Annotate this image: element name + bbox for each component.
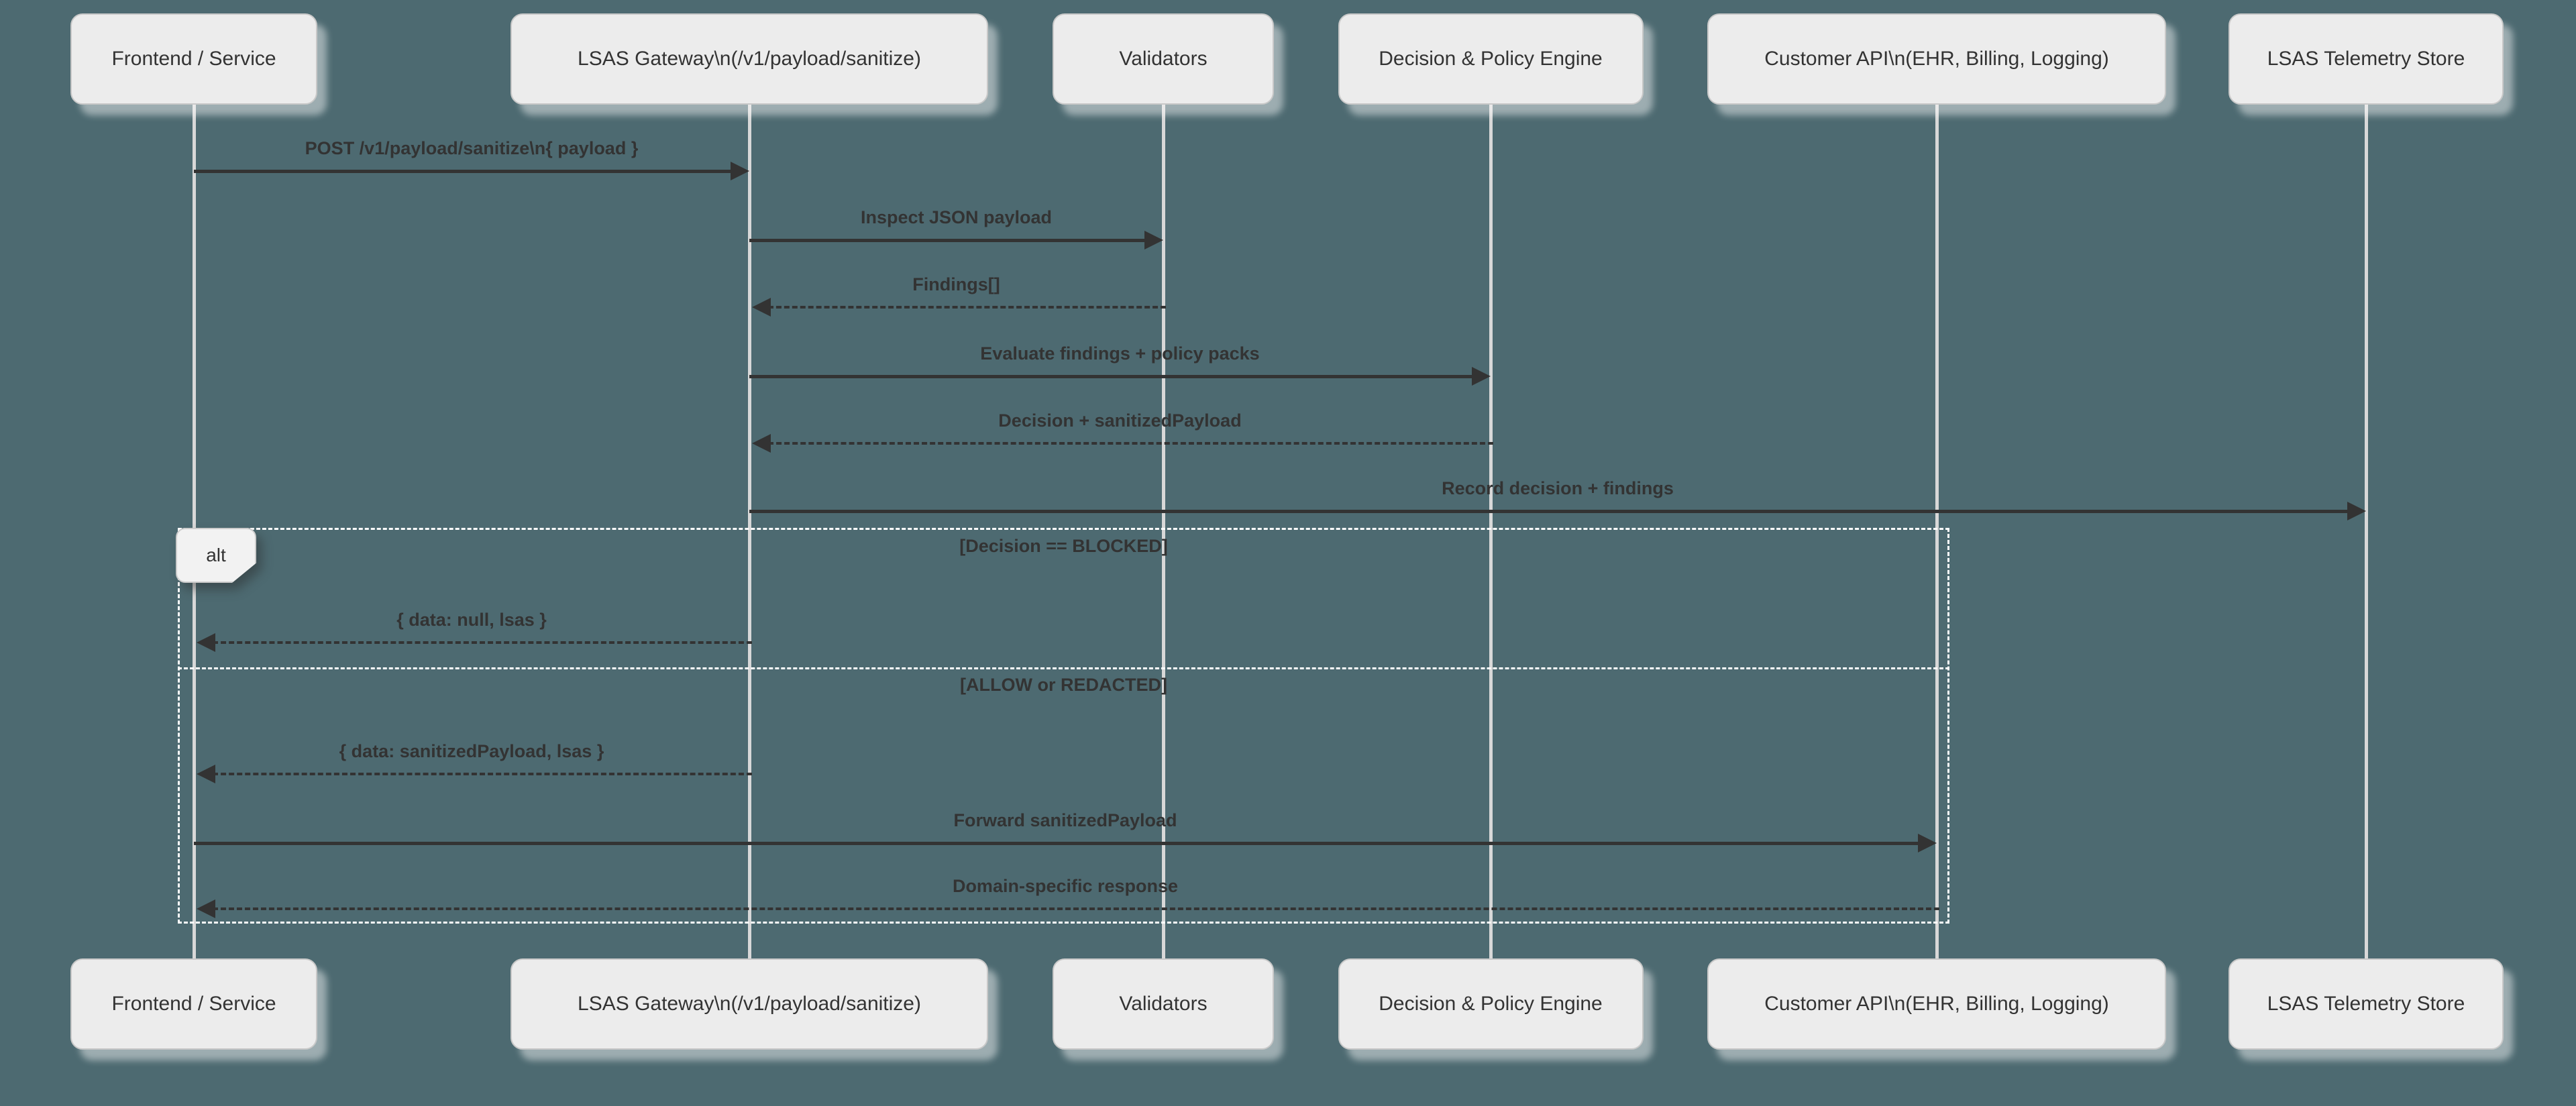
message-arrowhead <box>752 434 771 453</box>
participant-label: LSAS Telemetry Store <box>2267 48 2465 70</box>
message-arrowhead <box>1918 834 1937 852</box>
message-label: Decision + sanitizedPayload <box>998 410 1242 431</box>
message-arrowhead <box>752 298 771 317</box>
participant-box-top-frontend: Frontend / Service <box>70 13 317 105</box>
message-label: Record decision + findings <box>1442 478 1674 498</box>
participant-box-top-customer: Customer API\n(EHR, Billing, Logging) <box>1707 13 2166 105</box>
lifeline-decision <box>1489 105 1493 958</box>
alt-condition-label: [ALLOW or REDACTED] <box>960 675 1167 695</box>
message-label: POST /v1/payload/sanitize\n{ payload } <box>305 138 639 158</box>
message-arrowhead <box>1472 367 1491 386</box>
message-line <box>749 375 1476 378</box>
message-line <box>213 773 752 775</box>
message-arrowhead <box>197 765 215 783</box>
message-arrowhead <box>1144 231 1163 250</box>
message-label: Evaluate findings + policy packs <box>980 343 1260 364</box>
message-line <box>194 170 735 173</box>
participant-label: Frontend / Service <box>111 993 276 1015</box>
participant-box-bottom-customer: Customer API\n(EHR, Billing, Logging) <box>1707 958 2166 1050</box>
message-label: Forward sanitizedPayload <box>953 810 1177 830</box>
participant-label: Customer API\n(EHR, Billing, Logging) <box>1764 993 2109 1015</box>
participant-box-bottom-gateway: LSAS Gateway\n(/v1/payload/sanitize) <box>511 958 988 1050</box>
participant-label: Validators <box>1119 993 1208 1015</box>
alt-label-box: alt <box>176 528 256 583</box>
alt-frame <box>178 528 1949 924</box>
participant-box-top-decision: Decision & Policy Engine <box>1338 13 1644 105</box>
participant-label: LSAS Telemetry Store <box>2267 993 2465 1015</box>
participant-box-top-gateway: LSAS Gateway\n(/v1/payload/sanitize) <box>511 13 988 105</box>
participant-label: Validators <box>1119 48 1208 70</box>
participant-box-top-telemetry: LSAS Telemetry Store <box>2229 13 2504 105</box>
message-line <box>749 510 2351 513</box>
message-label: { data: null, lsas } <box>396 610 547 630</box>
message-arrowhead <box>2347 502 2366 520</box>
participant-box-bottom-decision: Decision & Policy Engine <box>1338 958 1644 1050</box>
participant-label: Frontend / Service <box>111 48 276 70</box>
participant-label: LSAS Gateway\n(/v1/payload/sanitize) <box>578 993 921 1015</box>
message-line <box>768 306 1166 309</box>
message-line <box>194 842 1922 845</box>
participant-label: Decision & Policy Engine <box>1379 48 1603 70</box>
message-arrowhead <box>731 162 749 180</box>
lifeline-validators <box>1162 105 1165 958</box>
participant-box-bottom-validators: Validators <box>1053 958 1274 1050</box>
lifeline-telemetry <box>2365 105 2368 958</box>
lifeline-customer <box>1935 105 1939 958</box>
participant-label: Customer API\n(EHR, Billing, Logging) <box>1764 48 2109 70</box>
participant-box-bottom-telemetry: LSAS Telemetry Store <box>2229 958 2504 1050</box>
lifeline-gateway <box>748 105 751 958</box>
message-label: Findings[] <box>912 274 1000 294</box>
message-line <box>749 239 1148 242</box>
participant-label: LSAS Gateway\n(/v1/payload/sanitize) <box>578 48 921 70</box>
participant-label: Decision & Policy Engine <box>1379 993 1603 1015</box>
message-label: Inspect JSON payload <box>860 207 1053 227</box>
alt-else-divider <box>178 667 1949 669</box>
message-arrowhead <box>197 899 215 918</box>
message-label: { data: sanitizedPayload, lsas } <box>339 741 604 761</box>
alt-keyword-label: alt <box>176 528 256 583</box>
message-arrowhead <box>197 633 215 652</box>
message-line <box>213 641 752 644</box>
participant-box-top-validators: Validators <box>1053 13 1274 105</box>
message-line <box>768 442 1493 445</box>
alt-condition-label: [Decision == BLOCKED] <box>959 536 1168 556</box>
participant-box-bottom-frontend: Frontend / Service <box>70 958 317 1050</box>
message-line <box>213 907 1939 910</box>
message-label: Domain-specific response <box>952 876 1179 896</box>
